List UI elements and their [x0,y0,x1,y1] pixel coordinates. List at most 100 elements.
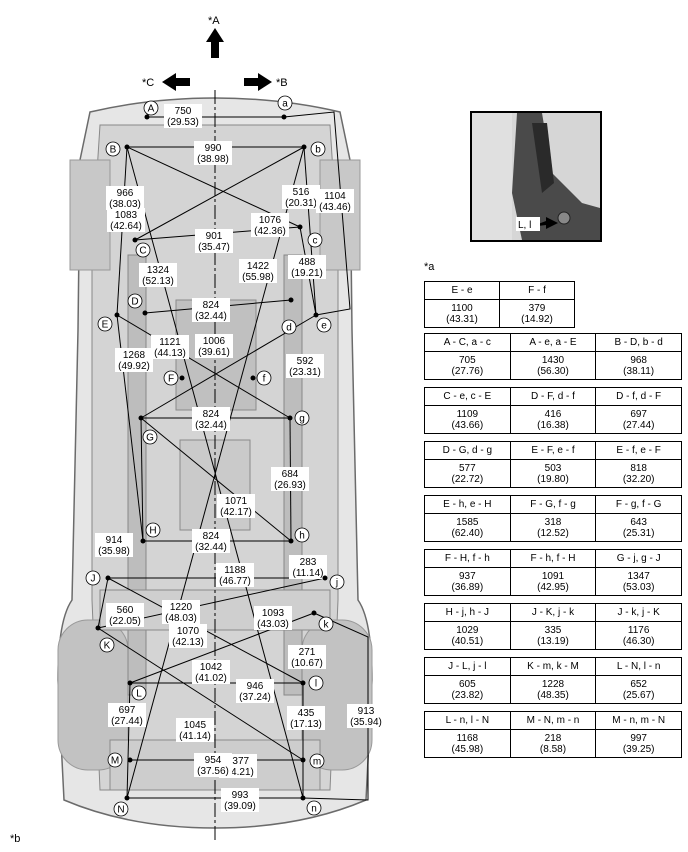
table-header-cell: L - N, l - n [595,657,682,676]
point-label-E: E [102,320,109,331]
table-header-cell: L - n, l - N [424,711,511,730]
point-label-g: g [299,414,305,425]
table-value-mm: 1091 [541,570,565,582]
dimension-label: 1042(41.02) [192,660,230,684]
table-header-cell: D - f, d - F [595,387,682,406]
point-dot-g [287,415,293,421]
dimension-label: 1104(43.46) [316,189,354,213]
dimension-label: 697(27.44) [108,703,146,727]
dimension-label: 1006(39.61) [195,334,233,358]
point-dot-K [95,625,101,631]
point-dot-n [300,795,306,801]
point-label-n: n [311,804,317,815]
dimension-inch: (42.13) [172,637,204,648]
dimension-inch: (23.31) [289,367,321,378]
table-value-inch: (25.67) [622,689,655,701]
dimension-mm: 901 [206,231,223,242]
dimension-inch: (48.03) [165,613,197,624]
point-circle-f [256,370,272,386]
dimension-mm: 1422 [247,261,270,272]
table-value-inch: (62.40) [451,527,484,539]
table-value-mm: 1228 [541,678,565,690]
point-dot-c [297,224,303,230]
table-value-cell: 577(22.72) [424,459,511,488]
dimension-inch: (26.93) [274,480,306,491]
table-value-mm: 1430 [541,354,565,366]
dimension-inch: (49.92) [118,361,150,372]
arrow-left-icon [162,73,190,91]
point-dot-e [313,312,319,318]
dimension-label: 1422(55.98) [239,259,277,283]
table-value-inch: (14.92) [521,313,553,325]
table-value-cell: 318(12.52) [509,513,597,542]
dimension-mm: 946 [247,681,264,692]
dimension-label: 1071(42.17) [217,494,255,518]
point-dot-k [311,610,317,616]
dimension-inch: (46.77) [219,576,251,587]
table-value-inch: (53.03) [622,581,655,593]
table-header-cell: E - e [424,281,500,300]
point-label-F: F [168,374,174,385]
point-label-J: J [91,574,96,585]
point-dot-L [127,680,133,686]
table-header-cell: D - F, d - f [509,387,597,406]
table-value-inch: (25.31) [622,527,655,539]
table-header-cell: F - G, f - g [509,495,597,514]
dimension-mm: 913 [358,706,375,717]
table-header-cell: J - K, j - k [509,603,597,622]
table-value-mm: 1168 [456,732,479,744]
point-label-A: A [148,104,155,115]
dimension-inch: (27.44) [111,716,143,727]
dimension-mm: 750 [175,106,192,117]
point-dot-B [124,144,130,150]
measurement-labels: 750(29.53)990(38.98)1083(42.64)966(38.03… [95,104,385,812]
table-header-cell: H - j, h - J [424,603,511,622]
label-star-a: *A [208,15,220,27]
dimension-inch: (44.13) [154,348,186,359]
table-value-mm: 416 [544,408,562,420]
point-label-D: D [131,297,138,308]
table-value-mm: 1029 [456,624,479,636]
table-value-mm: 818 [630,462,647,474]
dimension-mm: 990 [205,143,222,154]
point-label-M: M [111,756,119,767]
point-label-e: e [321,321,327,332]
dimension-inch: (37.24) [239,692,271,703]
table-value-mm: 997 [630,732,647,744]
table-value-mm: 643 [630,516,647,528]
table-value-mm: 937 [458,570,476,582]
dimension-label: 993(39.09) [221,788,259,812]
point-dot-H [140,538,146,544]
table-value-cell: 503(19.80) [509,459,597,488]
dimension-label: 592(23.31) [286,354,324,378]
arrow-up-icon [206,28,224,58]
table-header-cell: A - C, a - c [424,333,511,352]
point-label-K: K [104,641,111,652]
dimension-mm: 592 [297,356,314,367]
table-header-cell: M - N, m - n [509,711,597,730]
table-value-inch: (46.30) [622,635,655,647]
table-value-inch: (43.31) [446,313,478,325]
point-circle-a [277,95,293,111]
point-circle-D [127,293,143,309]
point-circle-F [163,370,179,386]
dimension-inch: (42.36) [254,226,286,237]
point-circle-e [316,317,332,333]
dimension-inch: (32.44) [195,311,227,322]
direction-arrows: *A *C *B [142,15,288,91]
point-dot-E [114,312,120,318]
point-label-G: G [146,433,154,444]
table-value-mm: 697 [630,408,647,420]
dimension-label: 1121(44.13) [151,335,189,359]
point-circle-N [113,801,129,817]
dimension-label: 1093(43.03) [254,606,292,630]
point-circle-n [306,800,322,816]
table-value-cell: 1430(56.30) [509,351,597,380]
table-value-mm: 968 [630,354,647,366]
dimension-label: 516(20.31) [282,185,320,209]
dimension-label: 901(35.47) [195,229,233,253]
point-label-m: m [313,757,321,768]
table-value-mm: 705 [458,354,476,366]
point-label-k: k [324,620,330,631]
dimension-inch: (11.14) [293,568,324,579]
